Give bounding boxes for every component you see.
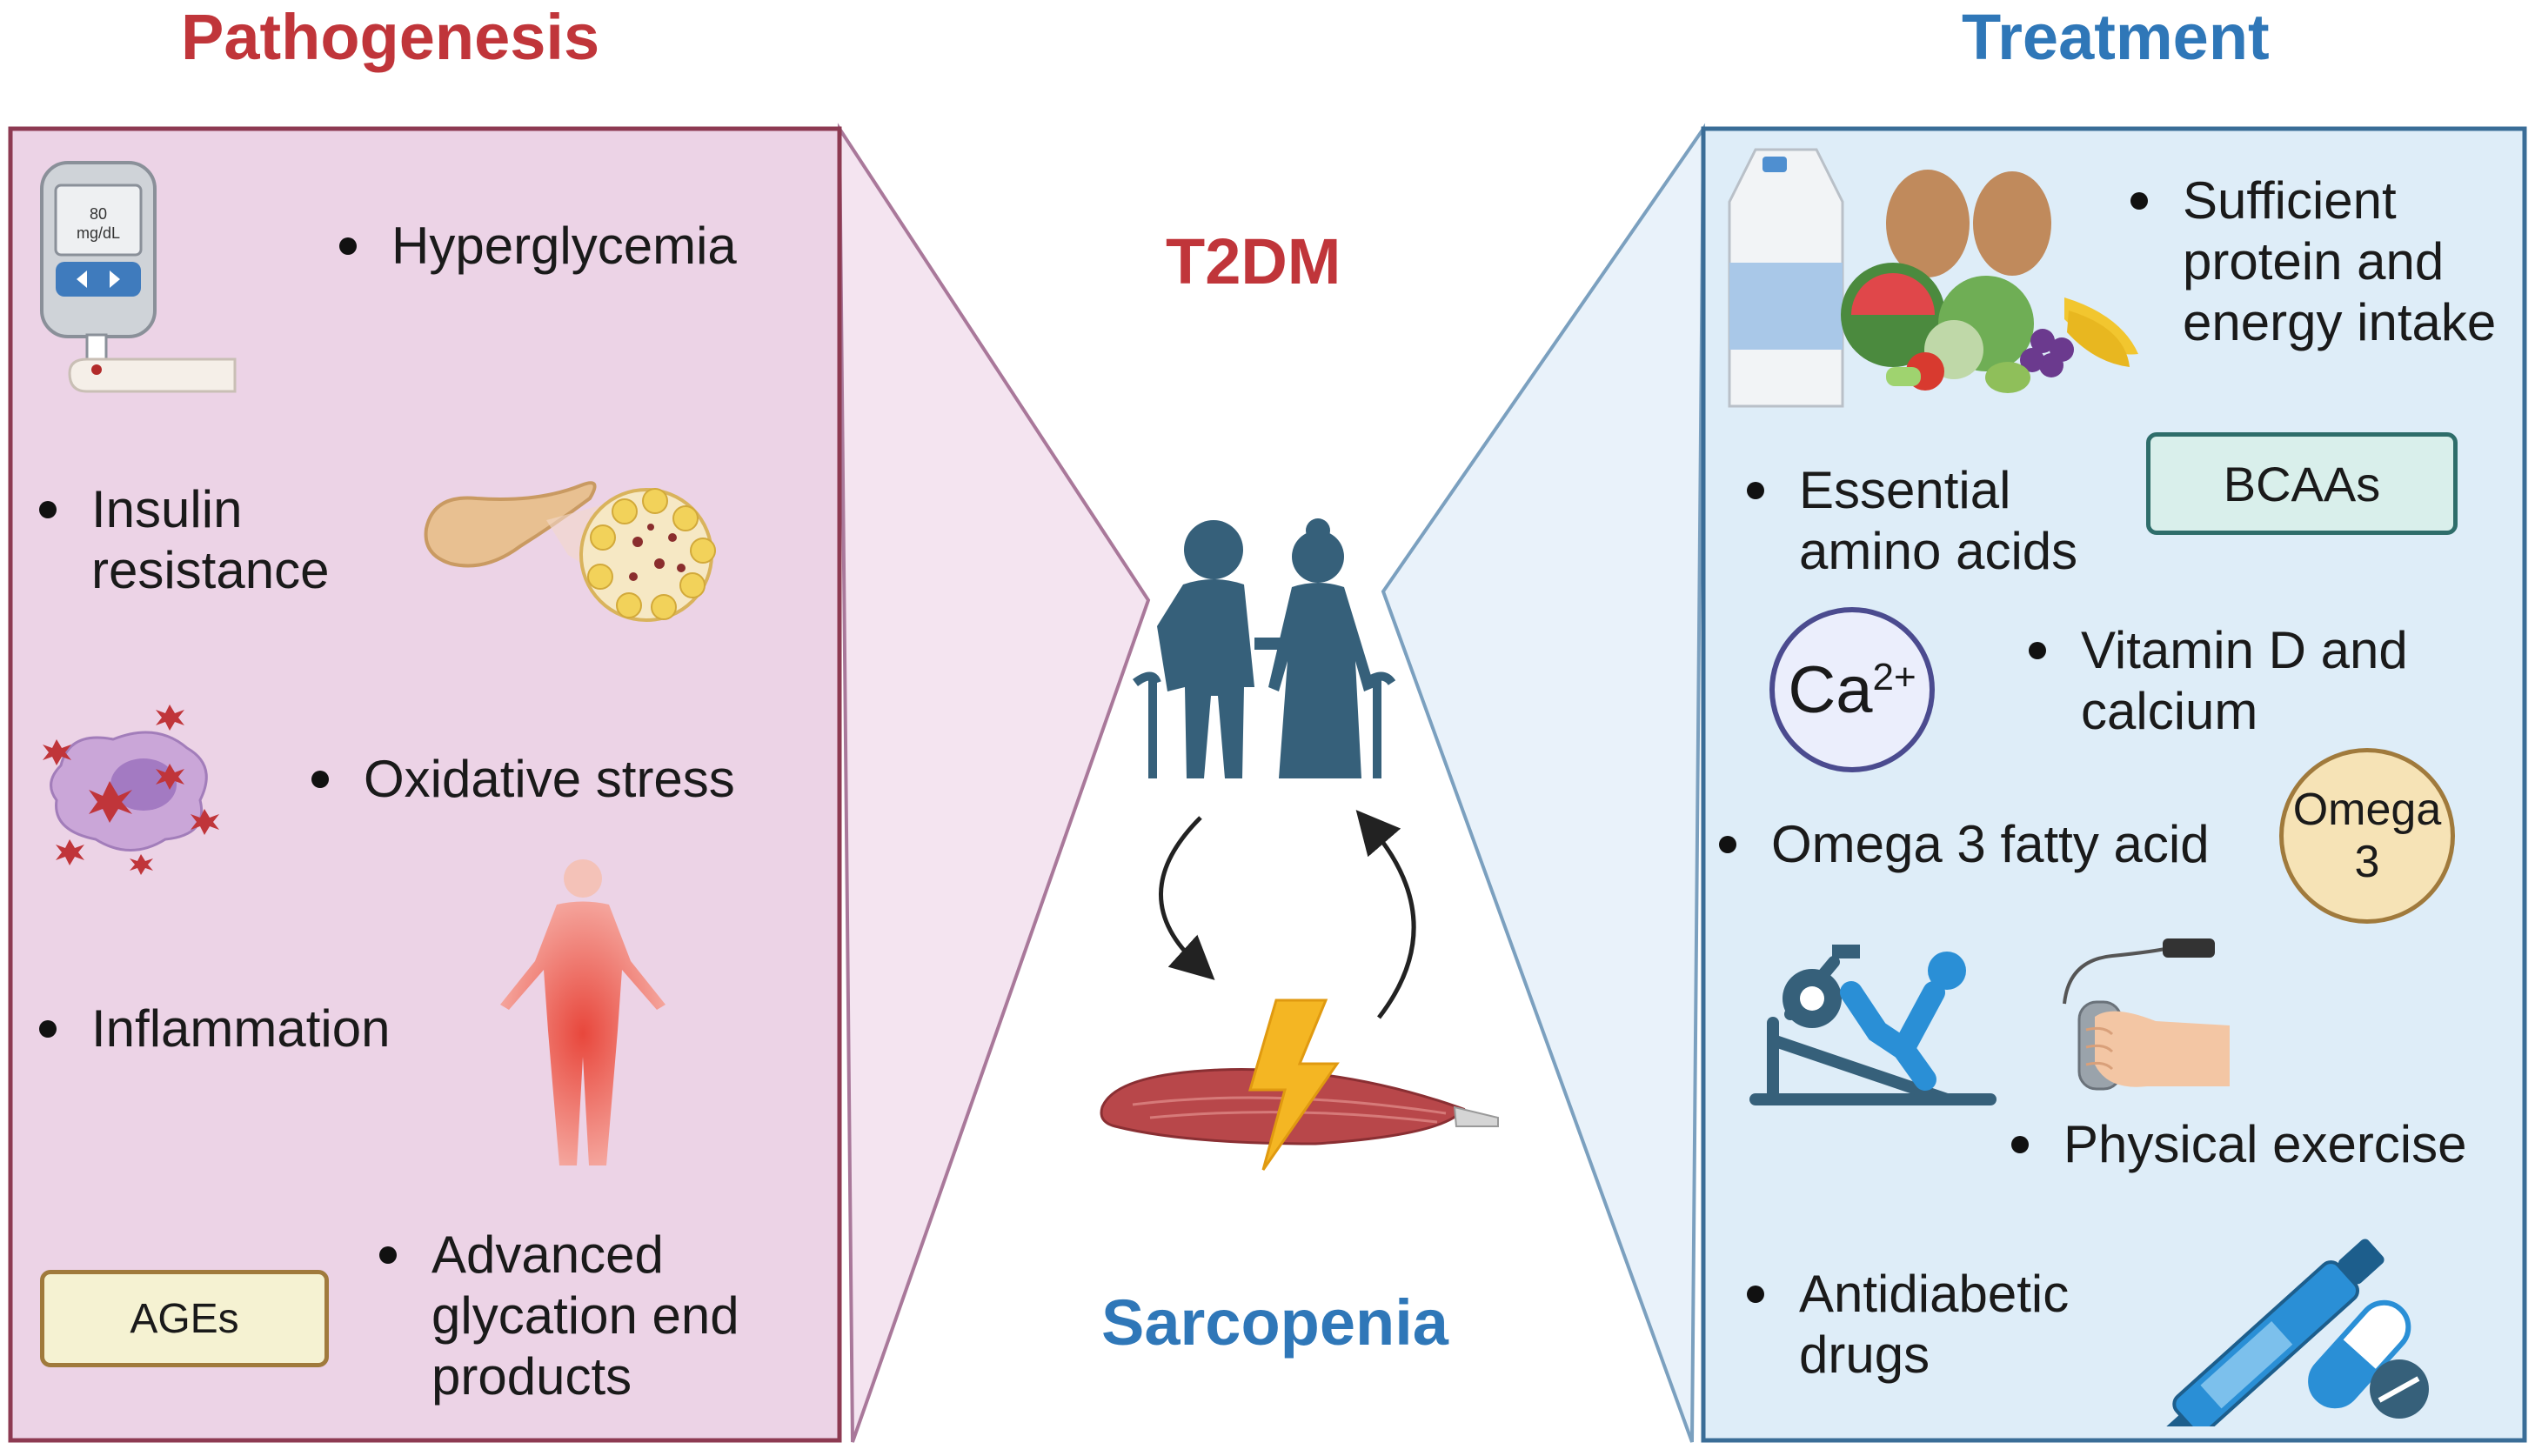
pancreas-icon	[416, 459, 729, 638]
arrow-up	[1355, 810, 1416, 1019]
bullet	[39, 1020, 57, 1038]
lightning-bolt-icon	[1248, 998, 1340, 1171]
reactive-oxygen-cell-icon	[35, 687, 252, 892]
glucometer-icon: 80 mg/dL	[35, 161, 244, 400]
item-label: Inflammation	[91, 999, 391, 1058]
bullet	[2130, 192, 2148, 210]
hand-grip-icon	[2060, 934, 2234, 1099]
pathogenesis-item-hyperglycemia: Hyperglycemia	[339, 216, 737, 277]
item-label: Physical exercise	[2063, 1115, 2467, 1173]
item-label: Insulin resistance	[91, 480, 330, 599]
bcaa-label: BCAAs	[2223, 456, 2381, 511]
meter-reading: 80 mg/dL	[56, 204, 141, 243]
item-label: Omega 3 fatty acid	[1771, 815, 2210, 873]
treatment-heading: Treatment	[1962, 1, 2270, 73]
ages-box: AGEs	[40, 1270, 329, 1367]
pathogenesis-item-inflammation: Inflammation	[39, 998, 390, 1059]
food-icon	[1721, 141, 2156, 424]
item-label: Sufficient protein and energy intake	[2183, 171, 2497, 351]
bcaa-box: BCAAs	[2146, 432, 2458, 535]
omega3-label: Omega 3	[2292, 785, 2442, 887]
bullet	[379, 1246, 397, 1264]
bullet	[2011, 1136, 2029, 1153]
pathogenesis-item-insulin-resistance: Insulin resistance	[39, 479, 329, 601]
treatment-item-amino-acids: Essential amino acids	[1747, 460, 2077, 582]
right-funnel	[1381, 123, 1706, 1443]
ages-label: AGEs	[130, 1295, 239, 1342]
bullet	[2029, 642, 2046, 659]
bullet	[311, 771, 329, 788]
exercise-machine-icon	[1747, 927, 2003, 1110]
meter-unit: mg/dL	[76, 224, 121, 242]
item-label: Hyperglycemia	[391, 217, 737, 275]
item-label: Vitamin D and calcium	[2081, 621, 2408, 740]
bullet	[1719, 836, 1736, 853]
pathogenesis-item-ages: Advanced glycation end products	[379, 1225, 739, 1407]
pathogenesis-item-oxidative-stress: Oxidative stress	[311, 749, 735, 810]
calcium-charge: 2+	[1872, 656, 1916, 698]
bullet	[339, 237, 357, 255]
t2dm-title: T2DM	[1166, 225, 1341, 297]
cycle-arrows	[1159, 810, 1416, 1019]
bullet	[1747, 1286, 1764, 1303]
insulin-pen-icon	[2144, 1222, 2445, 1456]
calcium-symbol: Ca	[1788, 652, 1873, 727]
pathogenesis-heading: Pathogenesis	[181, 1, 600, 73]
item-label: Antidiabetic drugs	[1799, 1265, 2070, 1384]
item-label: Essential amino acids	[1799, 461, 2078, 580]
elderly-couple-icon	[1122, 513, 1409, 805]
treatment-item-antidiabetic: Antidiabetic drugs	[1747, 1264, 2069, 1386]
inflamed-body-icon	[492, 857, 674, 1179]
item-label: Oxidative stress	[364, 750, 735, 808]
treatment-item-omega3: Omega 3 fatty acid	[1719, 814, 2210, 875]
arrow-down	[1159, 816, 1215, 980]
treatment-item-protein-energy: Sufficient protein and energy intake	[2130, 170, 2496, 353]
bullet	[1747, 482, 1764, 499]
bullet	[39, 501, 57, 518]
treatment-item-exercise: Physical exercise	[2011, 1114, 2467, 1175]
sarcopenia-title: Sarcopenia	[1101, 1286, 1448, 1359]
omega3-icon: Omega 3	[2279, 748, 2455, 924]
item-label: Advanced glycation end products	[431, 1226, 739, 1406]
meter-value: 80	[89, 205, 108, 223]
left-funnel	[837, 123, 1151, 1443]
muscle-icon	[1098, 996, 1507, 1179]
treatment-item-vitamin-d: Vitamin D and calcium	[2029, 620, 2408, 742]
